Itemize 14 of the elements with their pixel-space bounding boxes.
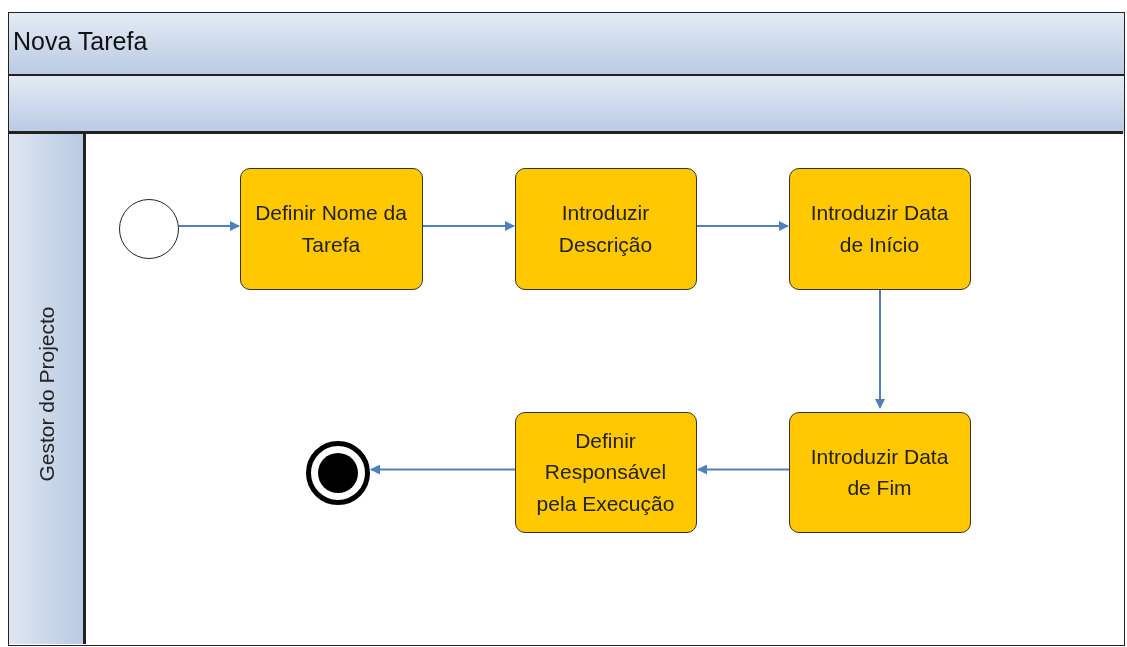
arrow bbox=[370, 464, 516, 475]
pool bbox=[8, 12, 1125, 646]
arrow bbox=[178, 221, 240, 231]
task-box: Introduzir Data de Início bbox=[788, 167, 971, 290]
pool-title: Nova Tarefa bbox=[13, 27, 148, 56]
task-box: Definir Responsável pela Execução bbox=[514, 411, 697, 533]
arrow bbox=[422, 221, 515, 231]
arrow bbox=[696, 221, 789, 231]
swimlane bbox=[9, 131, 1123, 644]
task-box: Introduzir Descrição bbox=[514, 167, 697, 290]
arrow bbox=[697, 464, 790, 475]
task-box: Introduzir Data de Fim bbox=[788, 411, 971, 533]
lane-label: Gestor do Projecto bbox=[35, 306, 59, 482]
task-box: Definir Nome da Tarefa bbox=[239, 167, 423, 290]
